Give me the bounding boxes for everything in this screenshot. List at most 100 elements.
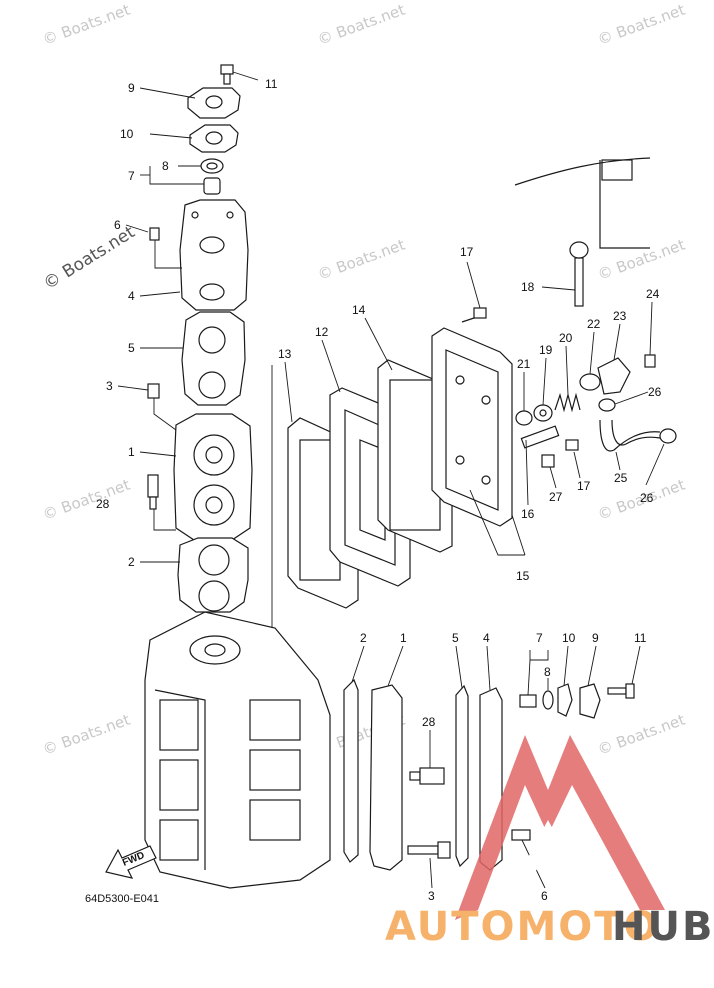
callout-1: 1 bbox=[400, 631, 407, 645]
watermark-text: © Boats.net bbox=[40, 1, 132, 49]
callout-27: 27 bbox=[549, 490, 563, 504]
watermark-side-text: © Boats.net bbox=[40, 222, 139, 294]
callout-21: 21 bbox=[517, 357, 531, 371]
side-plug-6-icon bbox=[511, 829, 531, 841]
watermark-text: © Boats.net bbox=[595, 236, 687, 284]
pipe-18-icon bbox=[574, 257, 584, 307]
plug-6-icon bbox=[149, 227, 160, 241]
callout-1: 1 bbox=[128, 445, 135, 459]
callout-2: 2 bbox=[360, 631, 367, 645]
callout-6: 6 bbox=[114, 218, 121, 232]
side-spark-plug-28-icon bbox=[409, 767, 445, 785]
bolt-17-icon bbox=[461, 307, 487, 323]
callout-2: 2 bbox=[128, 555, 135, 569]
callout-25: 25 bbox=[614, 471, 628, 485]
fwd-arrow-icon: FWD bbox=[105, 845, 157, 879]
callout-9: 9 bbox=[128, 81, 135, 95]
left-leaders bbox=[117, 71, 273, 628]
callout-17: 17 bbox=[460, 245, 474, 259]
valve-19-icon bbox=[533, 404, 553, 422]
seal-8-icon bbox=[200, 158, 224, 174]
callout-5: 5 bbox=[128, 341, 135, 355]
callout-16: 16 bbox=[521, 507, 535, 521]
callout-6: 6 bbox=[541, 889, 548, 903]
outer-cover-15-icon bbox=[431, 327, 513, 527]
callout-24: 24 bbox=[646, 287, 660, 301]
callout-3: 3 bbox=[106, 379, 113, 393]
callout-28: 28 bbox=[422, 715, 436, 729]
callout-4: 4 bbox=[483, 631, 490, 645]
side-bolt-11-icon bbox=[607, 683, 635, 699]
watermark-text: © Boats.net bbox=[315, 1, 407, 49]
right-top-parts bbox=[514, 157, 677, 468]
watermark-text: © Boats.net bbox=[595, 711, 687, 759]
diagram-code: 64D5300-E041 bbox=[85, 893, 159, 905]
side-seal-8-icon bbox=[542, 690, 554, 710]
watermark-text: © Boats.net bbox=[40, 711, 132, 759]
callout-18: 18 bbox=[521, 280, 535, 294]
side-valve-7-icon bbox=[519, 694, 537, 708]
side-gasket-2-icon bbox=[343, 678, 359, 863]
automotohub-logo: AUTOMOTO HUB bbox=[385, 735, 714, 950]
callout-20: 20 bbox=[559, 331, 573, 345]
callouts: 11 9 10 8 7 6 4 5 3 1 28 2 17 18 14 12 1… bbox=[96, 77, 662, 903]
pipe-16-icon bbox=[520, 425, 560, 449]
callout-7: 7 bbox=[128, 169, 135, 183]
callout-15: 15 bbox=[516, 569, 530, 583]
cover-9-icon bbox=[187, 87, 241, 119]
callout-14: 14 bbox=[352, 303, 366, 317]
callout-7: 7 bbox=[536, 631, 543, 645]
callout-4: 4 bbox=[128, 289, 135, 303]
left-stack bbox=[144, 64, 331, 889]
callout-10: 10 bbox=[562, 631, 576, 645]
callout-26: 26 bbox=[640, 491, 654, 505]
center-leaders bbox=[284, 261, 526, 556]
clamp-26-icon bbox=[598, 398, 616, 412]
plug-27-icon bbox=[541, 454, 555, 468]
callout-3: 3 bbox=[428, 889, 435, 903]
plug-3-icon bbox=[147, 383, 160, 399]
callout-8: 8 bbox=[544, 665, 551, 679]
exhaust-covers bbox=[287, 307, 513, 609]
callout-17: 17 bbox=[577, 479, 591, 493]
callout-13: 13 bbox=[278, 347, 292, 361]
callout-22: 22 bbox=[587, 317, 601, 331]
watermark-layer: © Boats.net © Boats.net © Boats.net © Bo… bbox=[40, 1, 687, 759]
watermark-text: © Boats.net bbox=[595, 1, 687, 49]
gasket-10-icon bbox=[189, 124, 239, 153]
housing-23-icon bbox=[597, 357, 631, 395]
callout-8: 8 bbox=[162, 159, 169, 173]
bolt-17b-icon bbox=[565, 439, 579, 451]
watermark-text: © Boats.net bbox=[315, 236, 407, 284]
gasket-5-icon bbox=[181, 311, 246, 406]
clamp-26b-icon bbox=[659, 428, 677, 444]
side-head-1-icon bbox=[369, 684, 403, 871]
callout-12: 12 bbox=[315, 325, 329, 339]
cylinder-head-1-icon bbox=[173, 413, 253, 541]
callout-5: 5 bbox=[452, 631, 459, 645]
callout-26: 26 bbox=[648, 385, 662, 399]
callout-28: 28 bbox=[96, 497, 110, 511]
hose-25-icon bbox=[599, 419, 661, 452]
engine-block-icon bbox=[144, 611, 331, 889]
side-gasket-5-icon bbox=[455, 684, 469, 868]
brand-hub-text: HUB bbox=[612, 904, 714, 950]
callout-11: 11 bbox=[634, 631, 647, 645]
callout-9: 9 bbox=[592, 631, 599, 645]
brand-auto-text: AUTOMOTO bbox=[385, 904, 660, 950]
head-cover-4-icon bbox=[179, 199, 249, 311]
bolt-24-icon bbox=[644, 354, 656, 368]
callout-11: 11 bbox=[265, 77, 278, 91]
spark-plug-28-icon bbox=[147, 474, 159, 510]
callout-10: 10 bbox=[120, 127, 134, 141]
side-view-parts bbox=[343, 678, 635, 871]
bolt-11-icon bbox=[220, 64, 234, 85]
watermark-text: © Boats.net bbox=[40, 476, 132, 524]
callout-19: 19 bbox=[539, 343, 553, 357]
side-plug-3-icon bbox=[407, 841, 451, 859]
bottom-leaders bbox=[351, 645, 641, 889]
side-cover-9-icon bbox=[579, 683, 601, 719]
right-top-leaders bbox=[523, 286, 665, 506]
valve-7-icon bbox=[203, 177, 221, 195]
spring-20-icon bbox=[554, 392, 581, 413]
